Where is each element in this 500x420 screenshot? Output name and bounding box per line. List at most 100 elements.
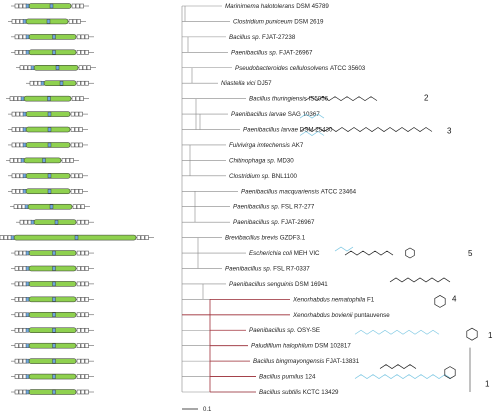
taxon-strain: IS5056	[309, 96, 329, 103]
taxon-name: Bacillus bingmayongensis	[253, 358, 326, 365]
gene-arrow	[84, 312, 89, 318]
taxon-name: Bacillus thuringiensis	[249, 96, 309, 103]
accent-gene	[52, 312, 56, 317]
gene-arrow	[13, 204, 18, 209]
taxon-name: Clostridium puniceum	[233, 18, 294, 25]
gene-arrow	[76, 266, 81, 271]
taxon-strain: DSM 102817	[315, 343, 352, 350]
gene-arrow	[79, 96, 84, 101]
accent-gene	[25, 250, 30, 256]
gene-arrow	[11, 127, 16, 132]
taxon-label: Bacillus thuringiensis IS5056	[249, 96, 329, 103]
taxon-name: Paenibacillus macquariensis	[241, 188, 321, 195]
gene-cluster-row	[8, 126, 88, 133]
gene-arrow	[71, 96, 76, 101]
gene-arrow	[11, 19, 16, 24]
taxon-name: Paenibacillus sp.	[225, 265, 273, 272]
accent-gene	[74, 235, 79, 240]
accent-gene	[22, 19, 27, 24]
gene-cluster-row	[11, 327, 94, 333]
compound-1-structure-b	[354, 374, 452, 379]
gene-arrow	[76, 19, 81, 24]
gene-cluster-row	[11, 34, 94, 40]
gene-arrow	[0, 235, 4, 240]
scale-bar-label: 0.1	[203, 407, 212, 413]
gene-arrow	[76, 281, 81, 287]
gene-arrow	[76, 219, 81, 225]
compound-1-ring-a	[466, 327, 478, 341]
gene-cluster-row	[0, 234, 154, 241]
gene-arrow	[70, 142, 75, 148]
gene-arrow	[18, 266, 23, 271]
gene-arrow	[76, 50, 81, 55]
taxon-label: Bacillus subtilis KCTC 13429	[259, 389, 339, 396]
gene-arrow	[84, 219, 89, 225]
taxon-name: Paenibacillus sp.	[233, 204, 281, 211]
phylogenetic-tree	[181, 5, 290, 393]
accent-gene	[52, 281, 56, 287]
gene-arrow	[11, 111, 16, 117]
taxon-label: Chitinophaga sp. MD30	[229, 157, 294, 164]
gene-arrow	[15, 189, 20, 194]
accent-gene	[52, 343, 56, 348]
gene-cluster-row	[11, 49, 94, 56]
scale-bar: 0.1	[182, 407, 212, 413]
gene-cluster-row	[11, 250, 94, 256]
gene-arrow	[84, 281, 89, 287]
taxon-strain: FJAT-26967	[281, 219, 315, 226]
taxon-name: Marinimema halotolerans	[225, 3, 296, 10]
gene-arrow	[18, 358, 23, 364]
gene-arrow	[80, 374, 85, 379]
taxon-label: Bacillus sp. FJAT-27238	[229, 34, 296, 41]
accent-gene	[22, 111, 27, 117]
compound-number: 1	[485, 380, 490, 389]
gene-arrow	[14, 297, 19, 302]
gene-arrow	[76, 80, 81, 86]
gene-cluster-row	[11, 358, 94, 364]
gene-arrow	[78, 65, 83, 71]
gene-arrow	[78, 173, 83, 179]
gene-arrow	[78, 142, 83, 148]
accent-gene	[52, 34, 56, 40]
accent-gene	[47, 111, 52, 117]
compound-5-ring	[405, 247, 415, 259]
gene-arrow	[18, 343, 23, 348]
taxon-strain: DJ57	[257, 80, 272, 87]
gene-arrow	[61, 158, 66, 163]
taxon-name: Xenorhabdus bovienii	[292, 312, 354, 319]
compound-2-structure	[304, 96, 378, 102]
gene-cluster-row	[26, 80, 94, 86]
gene-arrow	[80, 281, 85, 287]
accent-gene	[47, 142, 52, 148]
taxon-label: Pseudobacteroides cellulosolvens ATCC 35…	[235, 65, 366, 72]
gene-arrow	[71, 3, 76, 9]
gene-cluster-row	[8, 188, 88, 195]
taxon-strain: FSL R7-0337	[273, 265, 310, 272]
taxon-name: Bacillus sp.	[229, 34, 262, 41]
accent-gene	[25, 50, 30, 55]
gene-arrow	[15, 19, 20, 24]
gene-arrow	[74, 127, 79, 132]
taxon-name: Paenibacillus larvae	[231, 111, 288, 118]
gene-arrow	[84, 374, 89, 379]
taxon-label: Bacillus bingmayongensis FJAT-13831	[253, 358, 360, 365]
taxon-name: Xenorhabdus nematophila	[292, 296, 367, 303]
compound-5-structure	[344, 250, 394, 256]
gene-arrow	[136, 235, 141, 240]
gene-arrow	[79, 3, 84, 9]
taxon-strain: DSM 2619	[294, 18, 324, 25]
gene-arrow	[80, 50, 85, 55]
gene-arrow	[14, 34, 19, 40]
gene-cluster-row	[11, 312, 94, 318]
gene-arrow	[84, 80, 89, 86]
accent-gene	[55, 65, 60, 70]
taxon-label: Paenibacillus macquariensis ATCC 23464	[241, 188, 357, 195]
gene-arrow	[84, 358, 89, 364]
gene-arrow	[11, 189, 16, 194]
gene-cluster-row	[11, 281, 94, 287]
gene-arrow	[29, 80, 34, 86]
accent-gene	[22, 173, 27, 179]
gene-cluster-row	[6, 157, 79, 164]
